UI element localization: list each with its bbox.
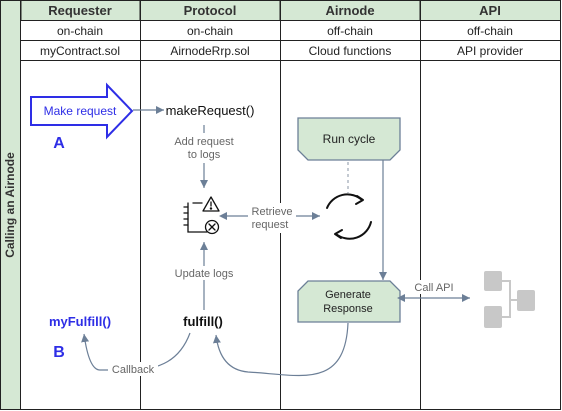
label-b: B (53, 344, 65, 361)
lane-component-api: API provider (457, 44, 523, 58)
generate-response-label-2: Response (323, 303, 373, 315)
edge-label-call-api: Call API (414, 282, 453, 294)
edge-label-retrieve-2: request (252, 219, 289, 231)
lane-name-airnode: Airnode (325, 3, 374, 18)
edge-label-callback: Callback (112, 364, 155, 376)
lane-component-requester: myContract.sol (40, 44, 120, 58)
callback-label-bg (108, 362, 158, 376)
pool-title-band (0, 0, 21, 410)
request-logs-icon (183, 196, 220, 235)
edge-label-add-request-1: Add request (174, 136, 233, 148)
lane-name-api: API (479, 3, 501, 18)
add-request-label-bg (168, 133, 240, 163)
lane-chain-airnode: off-chain (327, 24, 373, 38)
label-a: A (53, 135, 65, 152)
lane-chain-protocol: on-chain (187, 24, 233, 38)
generate-response-label-1: Generate (325, 289, 371, 301)
cycle-icon (326, 193, 372, 240)
my-fulfill-function[interactable]: myFulfill() (49, 314, 111, 329)
edge-label-update-logs: Update logs (175, 268, 234, 280)
lane-chain-api: off-chain (467, 24, 513, 38)
lane-name-requester: Requester (48, 3, 112, 18)
pool-title: Calling an Airnode (3, 152, 17, 258)
lane-name-protocol: Protocol (184, 3, 237, 18)
arrow-response-to-fulfill (212, 322, 349, 377)
lane-component-airnode: Cloud functions (309, 44, 392, 58)
call-api-label-bg (412, 280, 458, 294)
make-request-arrow[interactable] (30, 82, 134, 140)
lane-chain-requester: on-chain (57, 24, 103, 38)
lane-component-protocol: AirnodeRrp.sol (170, 44, 249, 58)
run-cycle-label: Run cycle (323, 132, 376, 146)
api-server-icon (484, 271, 535, 328)
edge-label-add-request-2: to logs (188, 149, 221, 161)
retrieve-label-bg (248, 203, 296, 233)
make-request-function[interactable]: makeRequest() (166, 103, 255, 118)
run-cycle-node[interactable] (297, 117, 401, 161)
update-logs-label-bg (170, 266, 238, 280)
generate-response-node[interactable] (297, 280, 401, 323)
edge-label-retrieve-1: Retrieve (252, 206, 293, 218)
fulfill-function[interactable]: fulfill() (183, 314, 223, 329)
make-request-label: Make request (44, 104, 117, 118)
